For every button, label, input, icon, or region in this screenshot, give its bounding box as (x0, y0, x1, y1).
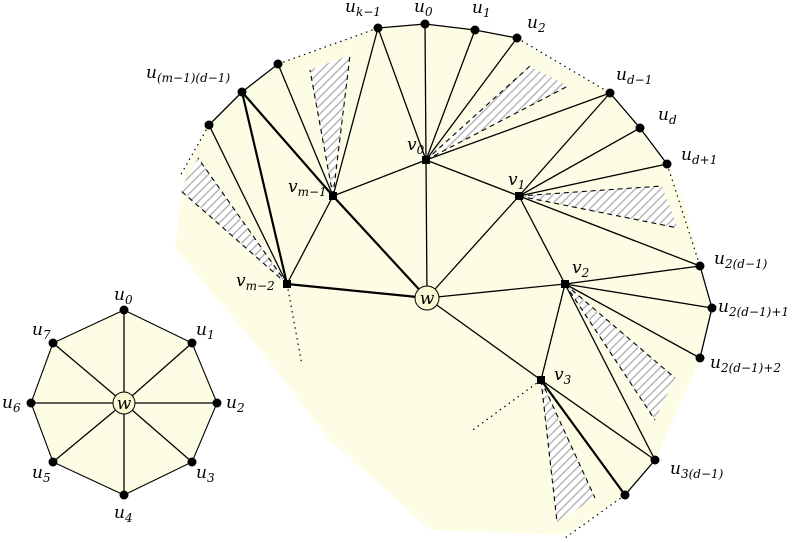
small-wheel-spokes (31, 310, 217, 495)
vertex-u2 (212, 398, 222, 408)
inner-vertices (283, 156, 569, 384)
vertex-u2d-1 (695, 261, 705, 271)
vertex-vm-2 (283, 280, 291, 288)
small-label-u6: u6 (2, 393, 21, 415)
label-v0: v0 (407, 135, 425, 157)
vertex-u4 (119, 490, 129, 500)
label-ud+1: ud+1 (681, 145, 717, 167)
label-u3d-1: u3(d−1) (670, 459, 724, 481)
small-label-u7: u7 (32, 320, 51, 342)
hatch-sector-top-left (310, 55, 350, 196)
vertex-u2d-1+1 (707, 303, 717, 313)
vertex-v2 (561, 280, 569, 288)
thick-edges (240, 91, 626, 496)
small-wheel-rim-vertices (26, 305, 222, 500)
vertex-u3 (187, 457, 197, 467)
hatch-sector-left (180, 158, 287, 284)
label-vm-2: vm−2 (236, 271, 275, 293)
vertex-uk-1 (373, 23, 383, 33)
vertex-u6 (26, 398, 36, 408)
small-label-u4: u4 (114, 503, 133, 525)
dashed-sector-edges (179, 54, 679, 523)
label-u2d-1+2: u2(d−1)+2 (710, 353, 781, 375)
vertex-v3 (537, 376, 545, 384)
dotted-edges (179, 27, 701, 539)
small-label-u5: u5 (32, 463, 51, 485)
label-u1: u1 (472, 0, 491, 20)
vertex-u-top-left (273, 59, 283, 69)
vertex-u0 (420, 19, 430, 29)
vertex-v0 (422, 156, 430, 164)
vertex-u1 (470, 25, 480, 35)
label-u2d-1+1: u2(d−1)+1 (718, 297, 789, 319)
label-ud-1: ud−1 (616, 65, 652, 87)
label-u0: u0 (414, 0, 433, 19)
vertex-u2 (512, 33, 522, 43)
vertex-v1 (515, 192, 523, 200)
vertex-u1 (187, 338, 197, 348)
small-label-u1: u1 (196, 320, 215, 342)
hatch-sector-bottom (541, 380, 595, 522)
label-u2: u2 (527, 13, 546, 35)
label-u-m-1-d-1: u(m−1)(d−1) (146, 63, 230, 85)
label-vm-1: vm−1 (288, 177, 327, 199)
small-label-u2: u2 (226, 393, 245, 415)
vertex-u5 (48, 457, 58, 467)
label-uk-1: uk−1 (345, 0, 381, 19)
large-diagram: w v0 v1 v2 v3 vm−1 vm−2 uk−1 u0 u1 u2 ud… (146, 0, 789, 539)
hatch-sector-lower-right (565, 284, 675, 420)
vertex-u-m-1-d-1 (237, 87, 247, 97)
label-v3: v3 (554, 365, 572, 387)
label-v2: v2 (572, 258, 589, 280)
vertex-u3d-1-next (620, 490, 630, 500)
label-ud: ud (658, 105, 677, 127)
vertex-u3d-1 (650, 455, 660, 465)
label-u2d-1: u2(d−1) (714, 249, 768, 271)
vertex-u2d-1+2 (695, 353, 705, 363)
vertex-ud+1 (662, 159, 672, 169)
label-v1: v1 (508, 170, 525, 192)
small-wheel: w u0 u1 u2 u3 u4 u5 u6 u7 (2, 285, 245, 525)
hatched-sectors (180, 55, 678, 522)
vertex-vm-1 (329, 192, 337, 200)
small-center-vertex (112, 391, 136, 415)
hatch-sector-top-right (426, 66, 568, 160)
vertex-ud (635, 123, 645, 133)
small-center-label: w (117, 394, 132, 414)
center-label: w (420, 289, 435, 309)
vertex-ud-1 (605, 88, 615, 98)
small-label-u0: u0 (114, 285, 133, 307)
small-label-u3: u3 (196, 463, 215, 485)
solid-edges (208, 23, 713, 496)
outer-vertices (204, 19, 717, 500)
center-vertex (414, 285, 440, 311)
vertex-u-left (204, 120, 214, 130)
vertex-u0 (119, 305, 129, 315)
hatch-sector-right (519, 186, 678, 228)
vertex-u7 (48, 338, 58, 348)
